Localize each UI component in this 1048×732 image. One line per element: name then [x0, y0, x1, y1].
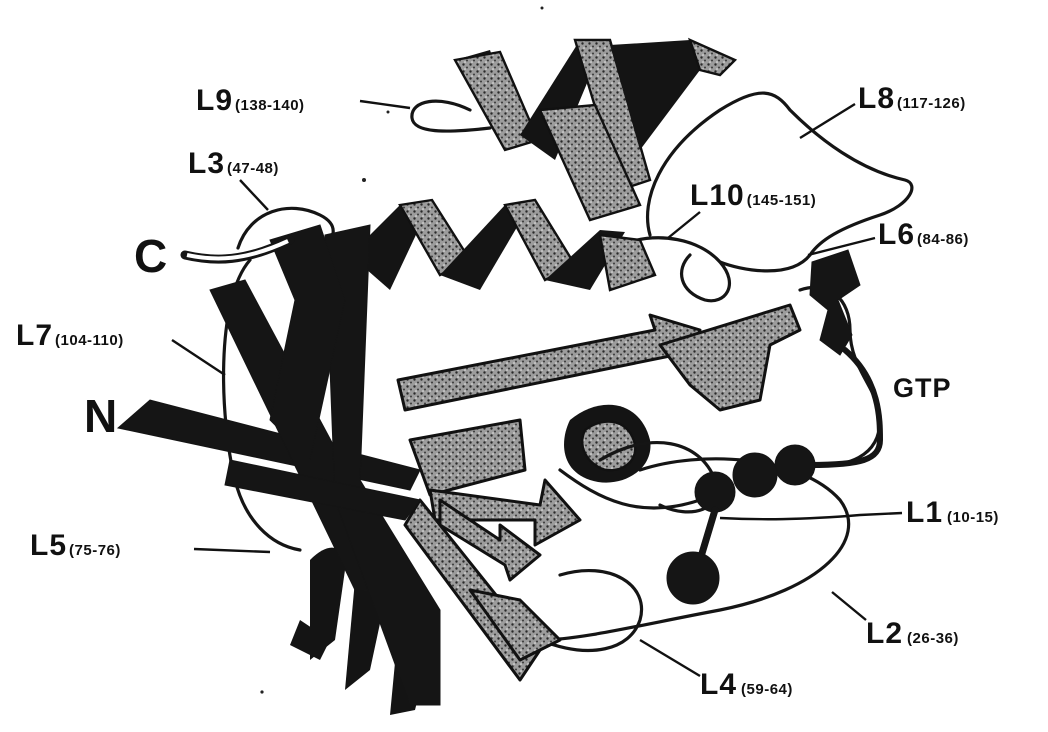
strand-right	[660, 305, 800, 410]
svg-text:L6(84-86): L6(84-86)	[878, 218, 969, 251]
label-l3: L3(47-48)	[188, 147, 279, 210]
label-l7: L7(104-110)	[16, 319, 225, 375]
gtp-phosphate-2	[733, 453, 777, 497]
strand-lower-1	[410, 420, 525, 495]
strand-long	[398, 315, 700, 410]
label-l4: L4(59-64)	[640, 640, 793, 701]
svg-text:L1(10-15): L1(10-15)	[906, 496, 999, 529]
svg-text:L5(75-76): L5(75-76)	[30, 529, 121, 562]
label-l8: L8(117-126)	[800, 82, 966, 138]
gtp-label: GTP	[893, 373, 952, 403]
c-terminus-label: C	[134, 230, 167, 282]
label-l5: L5(75-76)	[30, 529, 270, 562]
label-l9: L9(138-140)	[196, 84, 410, 117]
dark-strands	[118, 225, 440, 705]
svg-text:L2(26-36): L2(26-36)	[866, 617, 959, 650]
loop-l9-trace	[412, 101, 490, 131]
gtp-base	[810, 250, 860, 355]
label-l10: L10(145-151)	[668, 179, 816, 238]
svg-text:L3(47-48): L3(47-48)	[188, 147, 279, 180]
svg-text:L10(145-151): L10(145-151)	[690, 179, 816, 212]
gtp-phosphate-1	[775, 445, 815, 485]
svg-text:L7(104-110): L7(104-110)	[16, 319, 124, 352]
svg-text:L9(138-140): L9(138-140)	[196, 84, 305, 117]
loop-l8-trace	[648, 93, 912, 271]
gtp-metal-ion	[667, 552, 719, 604]
label-l1: L1(10-15)	[720, 496, 999, 529]
svg-text:L8(117-126): L8(117-126)	[858, 82, 966, 115]
beta-sheet	[398, 305, 800, 680]
gtp-ligand	[667, 250, 880, 604]
label-l2: L2(26-36)	[832, 592, 959, 650]
gtp-phosphate-3	[695, 472, 735, 512]
svg-text:L4(59-64): L4(59-64)	[700, 668, 793, 701]
n-terminus-label: N	[84, 390, 117, 442]
